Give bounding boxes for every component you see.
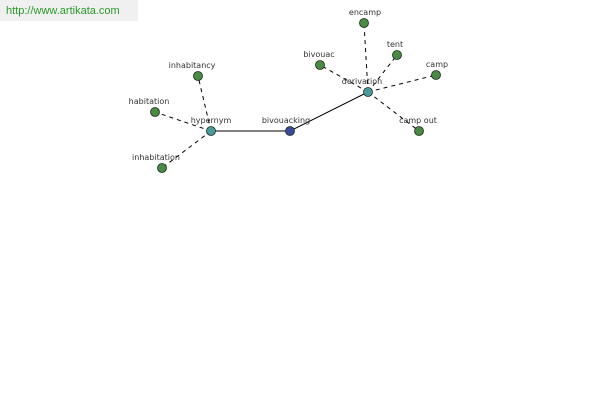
site-url-link[interactable]: http://www.artikata.com	[6, 5, 120, 17]
edge-hypernym-to-inhabitation	[161, 130, 212, 169]
node-inhabitation[interactable]	[157, 163, 167, 173]
node-encamp[interactable]	[359, 18, 369, 28]
label-camp[interactable]: camp	[426, 60, 448, 69]
edge-derivation-to-camp	[367, 74, 437, 93]
node-camp-out[interactable]	[414, 126, 424, 136]
edge-derivation-to-bivouac	[319, 64, 369, 93]
node-inhabitancy[interactable]	[193, 71, 203, 81]
label-encamp[interactable]: encamp	[349, 8, 381, 17]
url-banner: http://www.artikata.com	[0, 0, 138, 21]
label-inhabitation[interactable]: inhabitation	[132, 153, 180, 162]
node-camp[interactable]	[431, 70, 441, 80]
label-bivouac[interactable]: bivouac	[303, 50, 334, 59]
label-camp-out[interactable]: camp out	[399, 116, 437, 125]
label-tent[interactable]: tent	[387, 40, 403, 49]
label-inhabitancy[interactable]: inhabitancy	[169, 61, 216, 70]
label-derivation[interactable]: derivation	[342, 77, 382, 86]
node-derivation[interactable]	[363, 87, 373, 97]
graph-labels: bivouacking hypernym derivation inhabitancy…	[129, 8, 448, 162]
node-bivouac[interactable]	[315, 60, 325, 70]
graph-nodes	[150, 18, 441, 173]
edge-bivouacking-to-derivation	[289, 91, 369, 132]
edge-derivation-to-tent	[367, 54, 398, 93]
edge-derivation-to-encamp	[363, 22, 369, 93]
edge-hypernym-to-habitation	[154, 111, 212, 132]
node-bivouacking[interactable]	[285, 126, 295, 136]
graph-edges	[154, 22, 437, 169]
edge-derivation-to-camp-out	[367, 91, 420, 132]
label-bivouacking[interactable]: bivouacking	[262, 116, 310, 125]
node-hypernym[interactable]	[206, 126, 216, 136]
edge-hypernym-to-inhabitancy	[197, 75, 212, 132]
label-habitation[interactable]: habitation	[129, 97, 170, 106]
node-tent[interactable]	[392, 50, 402, 60]
node-habitation[interactable]	[150, 107, 160, 117]
label-hypernym[interactable]: hypernym	[191, 116, 232, 125]
